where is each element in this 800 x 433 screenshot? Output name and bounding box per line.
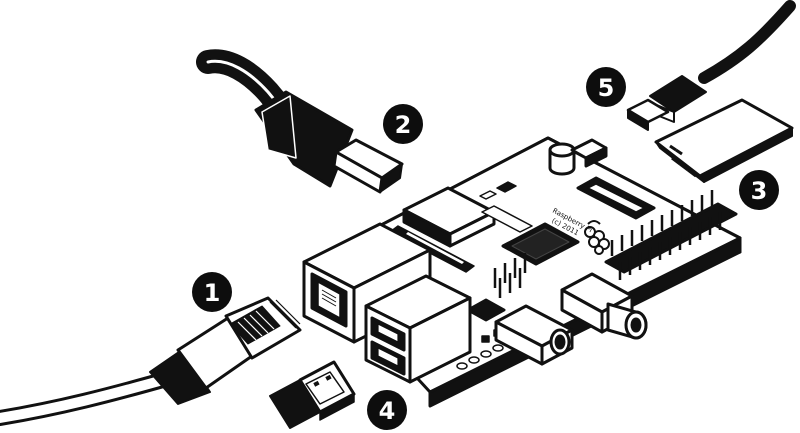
callout-badge-2: 2 [383,104,423,144]
callout-badge-5: 5 [586,67,626,107]
usb-dongle [269,360,356,429]
sd-card [654,98,794,183]
callout-number-4: 4 [379,397,396,425]
usb-power-jack [570,138,608,168]
ethernet-cable [0,296,302,426]
callout-badge-1: 1 [192,272,232,312]
gpio-header [604,190,738,280]
callout-badge-3: 3 [739,170,779,210]
raspberry-pi-board: Raspberry Pi (c) 2011 [302,136,742,408]
callout-number-3: 3 [751,177,768,205]
hdmi-cable [196,49,404,194]
rca-video-jack [560,272,648,340]
usb-ports [364,274,472,384]
callout-number-2: 2 [395,111,412,139]
callout-number-1: 1 [204,279,221,307]
soc-chip [501,222,580,266]
capacitor [548,142,576,176]
micro-usb-power-cable [626,0,796,131]
callout-number-5: 5 [598,74,615,102]
callout-badge-4: 4 [367,390,407,430]
raspberry-logo-icon [584,220,610,255]
display-connector [576,176,656,220]
audio-jack [494,304,574,366]
